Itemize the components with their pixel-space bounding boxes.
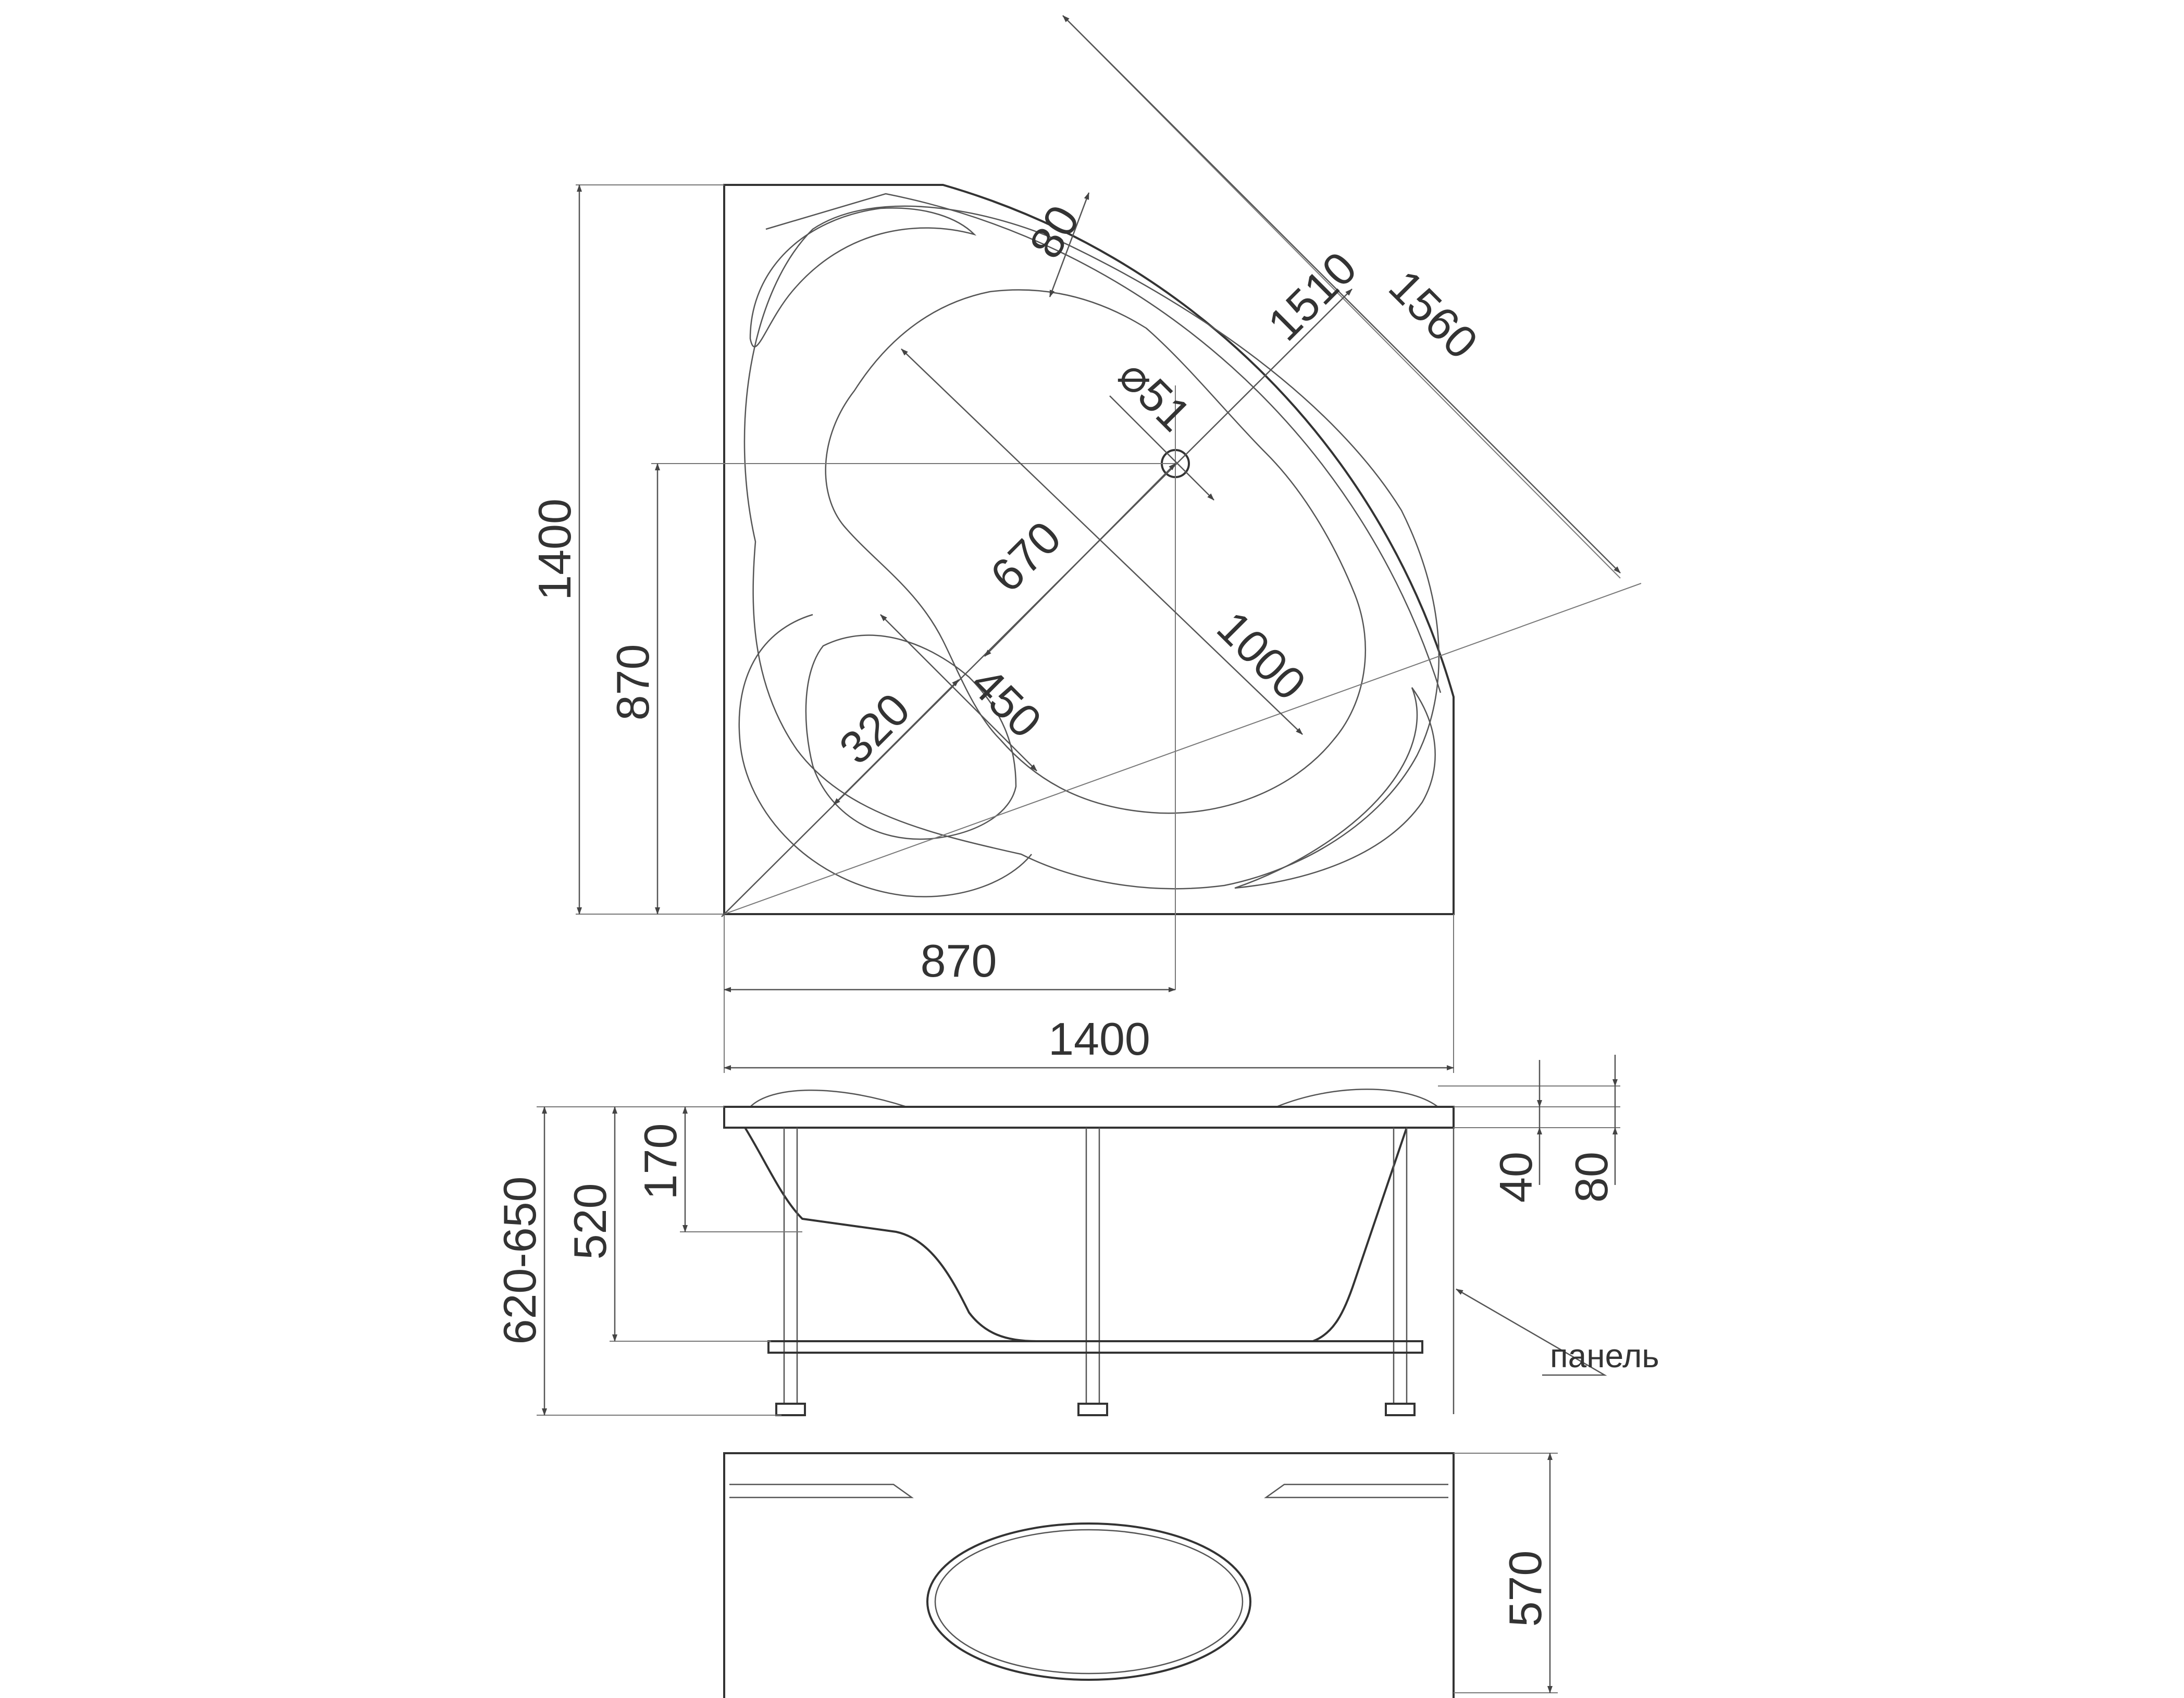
inner-bowl — [825, 289, 1366, 814]
dim-side-total: 620-650 — [494, 1177, 545, 1345]
dim-seat-depth: 450 — [961, 657, 1052, 748]
side-view: 620-650 520 170 40 80 панель — [494, 1055, 1659, 1416]
dim-drain: ⌀51 — [1109, 349, 1201, 441]
foot-left — [775, 1403, 806, 1416]
panel-oval-inner — [934, 1529, 1244, 1675]
dim-line-rim-width — [1049, 192, 1090, 297]
top-view: 1400 870 870 1400 1560 1510 80 ⌀51 670 1… — [529, 15, 1642, 1073]
seat-surround — [738, 614, 1032, 897]
dim-seat-height: 170 — [635, 1123, 686, 1200]
dim-diag-outer: 1560 — [1379, 260, 1487, 368]
side-tub-body — [744, 1127, 1408, 1342]
dim-total-height: 1400 — [529, 498, 580, 601]
dim-panel-height: 570 — [1499, 1551, 1551, 1627]
dim-line-seat-width — [833, 679, 959, 805]
side-headrest-right — [1276, 1089, 1438, 1108]
dim-rim-width: 80 — [1019, 197, 1089, 267]
side-headrest-left — [750, 1089, 907, 1108]
panel-oval-outer — [926, 1522, 1251, 1681]
panel-view: 570 — [723, 1452, 1558, 1698]
right-headrest-groove — [1234, 687, 1436, 889]
dim-seat-width: 320 — [829, 683, 920, 774]
dim-rim-40: 40 — [1490, 1152, 1542, 1203]
foot-middle — [1077, 1403, 1108, 1416]
left-headrest-groove — [749, 207, 977, 347]
panel-outline — [723, 1452, 1455, 1698]
dim-rim-80: 80 — [1566, 1152, 1617, 1203]
bowl-outer-contour — [743, 205, 1440, 890]
dim-bowl-length: 1000 — [1207, 601, 1316, 709]
dim-total-width: 1400 — [1048, 1013, 1150, 1065]
dim-bowl-width: 670 — [981, 511, 1071, 602]
foot-right — [1385, 1403, 1416, 1416]
dim-line-diag-outer — [1062, 15, 1621, 573]
dim-inner-height: 870 — [607, 644, 659, 721]
panel-leader — [1456, 1288, 1607, 1376]
dim-line-bowl-length — [901, 348, 1303, 735]
side-rim — [723, 1106, 1455, 1129]
panel-label: панель — [1550, 1337, 1659, 1375]
side-base-frame — [767, 1340, 1423, 1354]
dim-inner-width: 870 — [921, 935, 997, 987]
dim-diag-inner: 1510 — [1258, 242, 1366, 350]
dim-bowl-height: 520 — [564, 1183, 616, 1260]
